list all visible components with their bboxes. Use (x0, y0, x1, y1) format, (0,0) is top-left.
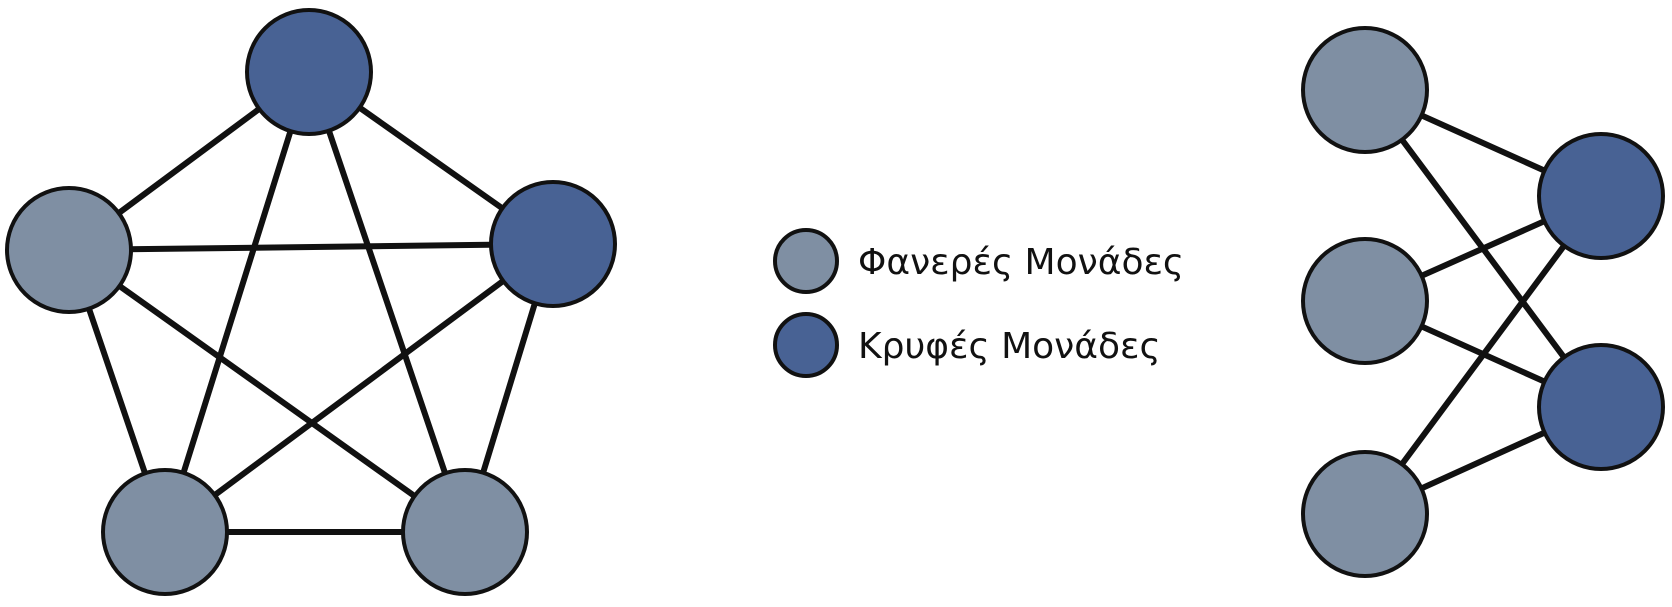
edge-L1-L5 (306, 69, 468, 535)
nodes-layer (5, 8, 1665, 596)
edge-R3-R4 (1362, 193, 1604, 517)
hidden-unit-node-R5 (1537, 343, 1665, 471)
legend: Φανερές Μονάδες Κρυφές Μονάδες (773, 228, 1184, 378)
legend-visible-label: Φανερές Μονάδες (858, 242, 1184, 283)
legend-hidden-label: Κρυφές Μονάδες (858, 326, 1161, 367)
hidden-unit-node-L3 (489, 180, 617, 308)
visible-unit-node-R2 (1301, 237, 1429, 365)
edge-L1-L4 (162, 69, 312, 535)
edge-L2-L5 (66, 247, 468, 535)
legend-hidden-swatch (773, 312, 839, 378)
hidden-unit-node-L1 (245, 8, 373, 136)
legend-visible-swatch (773, 228, 839, 294)
edge-L3-L4 (162, 241, 556, 535)
visible-unit-node-R1 (1301, 26, 1429, 154)
visible-unit-node-L4 (101, 468, 229, 596)
visible-unit-node-L2 (5, 186, 133, 314)
visible-unit-node-R3 (1301, 450, 1429, 578)
edge-L2-L3 (66, 241, 556, 253)
visible-unit-node-L5 (401, 468, 529, 596)
hidden-unit-node-R4 (1537, 132, 1665, 260)
